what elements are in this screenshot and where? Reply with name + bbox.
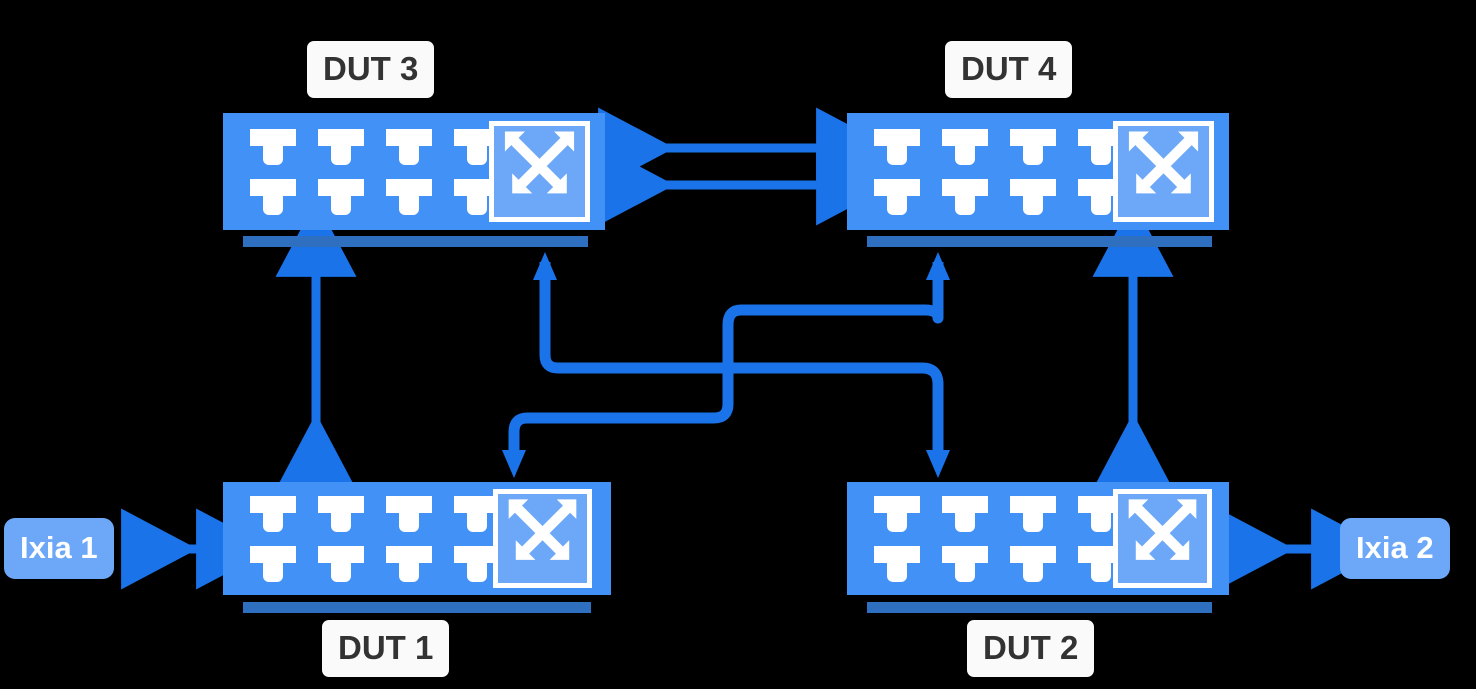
rj45-port-icon[interactable] [942,545,988,582]
device-chassis [223,113,605,230]
device-chassis [223,482,611,595]
device-dut2[interactable] [847,482,1229,613]
link-dut2-dut3-crossing [502,252,950,478]
device-shelf [867,236,1212,247]
link-dut1-dut4-crossing [533,252,950,478]
rj45-port-icon[interactable] [1010,178,1056,215]
rj45-port-icon[interactable] [454,128,500,165]
rj45-port-icon[interactable] [1010,128,1056,165]
device-label-dut3: DUT 3 [307,41,435,98]
cross-connect-icon [1113,489,1212,588]
rj45-port-icon[interactable] [250,495,296,532]
rj45-port-icon[interactable] [318,495,364,532]
rj45-port-icon[interactable] [386,545,432,582]
rj45-port-icon[interactable] [386,495,432,532]
rj45-port-icon[interactable] [454,495,500,532]
device-label-dut4: DUT 4 [945,41,1073,98]
rj45-port-icon[interactable] [454,545,500,582]
rj45-port-icon[interactable] [942,178,988,215]
rj45-port-icon[interactable] [250,545,296,582]
rj45-port-icon[interactable] [1078,178,1124,215]
rj45-port-icon[interactable] [874,178,920,215]
rj45-port-icon[interactable] [454,178,500,215]
rj45-port-icon[interactable] [874,128,920,165]
device-shelf [243,602,591,613]
rj45-port-icon[interactable] [386,128,432,165]
rj45-port-icon[interactable] [1078,128,1124,165]
device-shelf [867,602,1212,613]
rj45-port-icon[interactable] [1010,545,1056,582]
device-chassis [847,482,1229,595]
port-grid [874,495,1124,582]
endpoint-ixia1[interactable]: Ixia 1 [4,518,114,579]
rj45-port-icon[interactable] [250,128,296,165]
rj45-port-icon[interactable] [942,495,988,532]
endpoint-ixia2[interactable]: Ixia 2 [1340,518,1450,579]
device-dut3[interactable] [223,113,605,247]
rj45-port-icon[interactable] [1010,495,1056,532]
rj45-port-icon[interactable] [318,128,364,165]
device-chassis [847,113,1229,230]
cross-connect-icon [1113,121,1214,222]
rj45-port-icon[interactable] [318,178,364,215]
device-label-dut1: DUT 1 [322,620,450,677]
device-label-dut2: DUT 2 [967,620,1095,677]
cross-connect-icon [489,121,590,222]
cross-connect-icon [493,489,592,588]
rj45-port-icon[interactable] [386,178,432,215]
port-grid [250,495,500,582]
rj45-port-icon[interactable] [318,545,364,582]
device-dut1[interactable] [223,482,611,613]
rj45-port-icon[interactable] [874,495,920,532]
port-grid [874,128,1124,215]
rj45-port-icon[interactable] [1078,545,1124,582]
device-shelf [243,236,588,247]
rj45-port-icon[interactable] [250,178,296,215]
rj45-port-icon[interactable] [1078,495,1124,532]
rj45-port-icon[interactable] [874,545,920,582]
rj45-port-icon[interactable] [942,128,988,165]
port-grid [250,128,500,215]
device-dut4[interactable] [847,113,1229,247]
